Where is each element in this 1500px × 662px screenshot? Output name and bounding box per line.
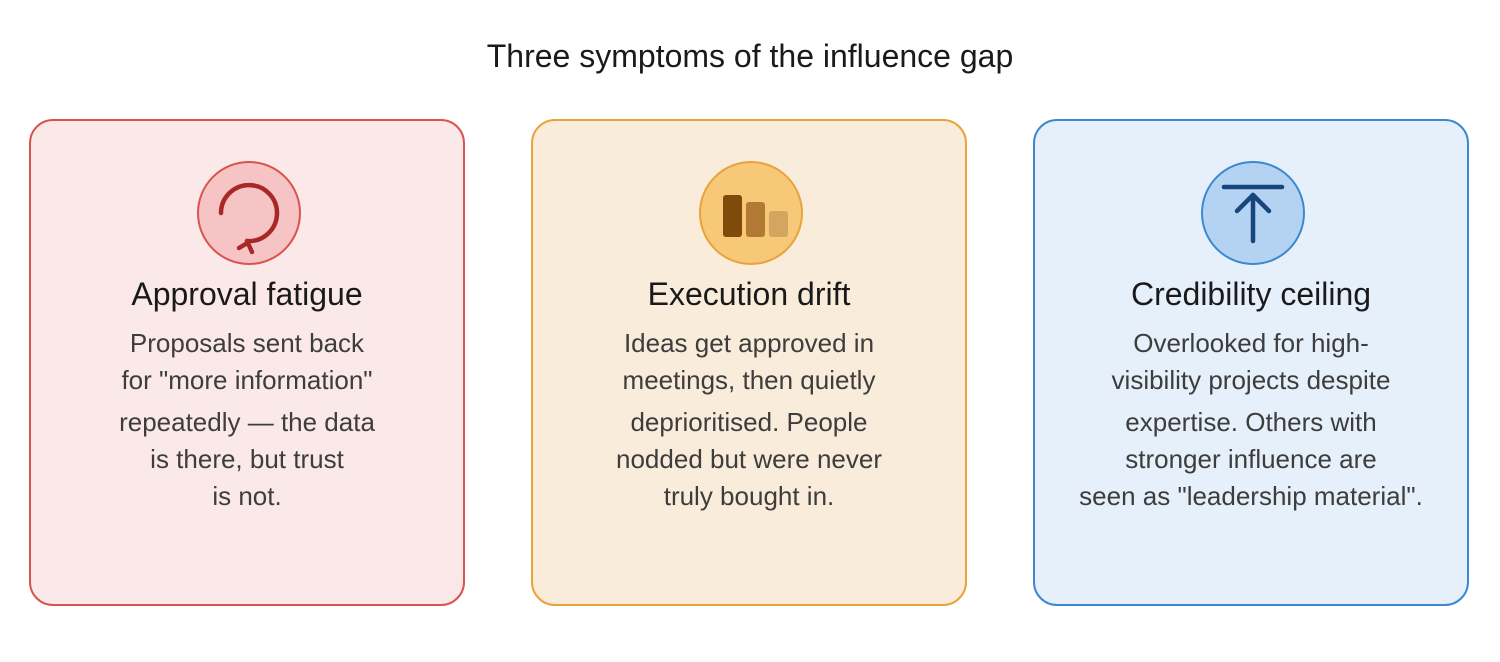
diagram-title: Three symptoms of the influence gap bbox=[486, 38, 1014, 74]
card-title: Credibility ceiling bbox=[1130, 276, 1372, 312]
card-title: Execution drift bbox=[647, 276, 851, 312]
card-text-line: visibility projects despite bbox=[1111, 365, 1391, 395]
card-text-line: nodded but were never bbox=[616, 444, 882, 474]
card-text-line: expertise. Others with bbox=[1125, 407, 1377, 437]
card-text-line: is there, but trust bbox=[150, 444, 344, 474]
card-credibility-ceiling: Credibility ceiling Overlooked for high-… bbox=[1033, 119, 1469, 606]
card-text-line: is not. bbox=[212, 481, 282, 511]
card-text-line: for "more information" bbox=[121, 365, 373, 395]
card-text-line: Overlooked for high- bbox=[1133, 328, 1369, 358]
card-approval-fatigue: Approval fatigue Proposals sent back for… bbox=[29, 119, 465, 606]
icon-badge bbox=[699, 161, 803, 265]
card-text-line: meetings, then quietly bbox=[622, 365, 876, 395]
card-text-line: repeatedly — the data bbox=[119, 407, 375, 437]
icon-badge bbox=[197, 161, 301, 265]
arrow-up-to-line-icon bbox=[1221, 184, 1285, 244]
card-text-line: stronger influence are bbox=[1125, 444, 1377, 474]
card-execution-drift: Execution drift Ideas get approved in me… bbox=[531, 119, 967, 606]
card-text-line: seen as "leadership material". bbox=[1079, 481, 1423, 511]
card-text-line: Ideas get approved in bbox=[623, 328, 875, 358]
declining-bars-icon bbox=[723, 195, 788, 237]
card-text-line: deprioritised. People bbox=[630, 407, 868, 437]
card-title: Approval fatigue bbox=[131, 276, 363, 312]
icon-badge bbox=[1201, 161, 1305, 265]
card-text-line: truly bought in. bbox=[663, 481, 835, 511]
card-text-line: Proposals sent back bbox=[129, 328, 365, 358]
refresh-loop-icon bbox=[218, 182, 280, 255]
